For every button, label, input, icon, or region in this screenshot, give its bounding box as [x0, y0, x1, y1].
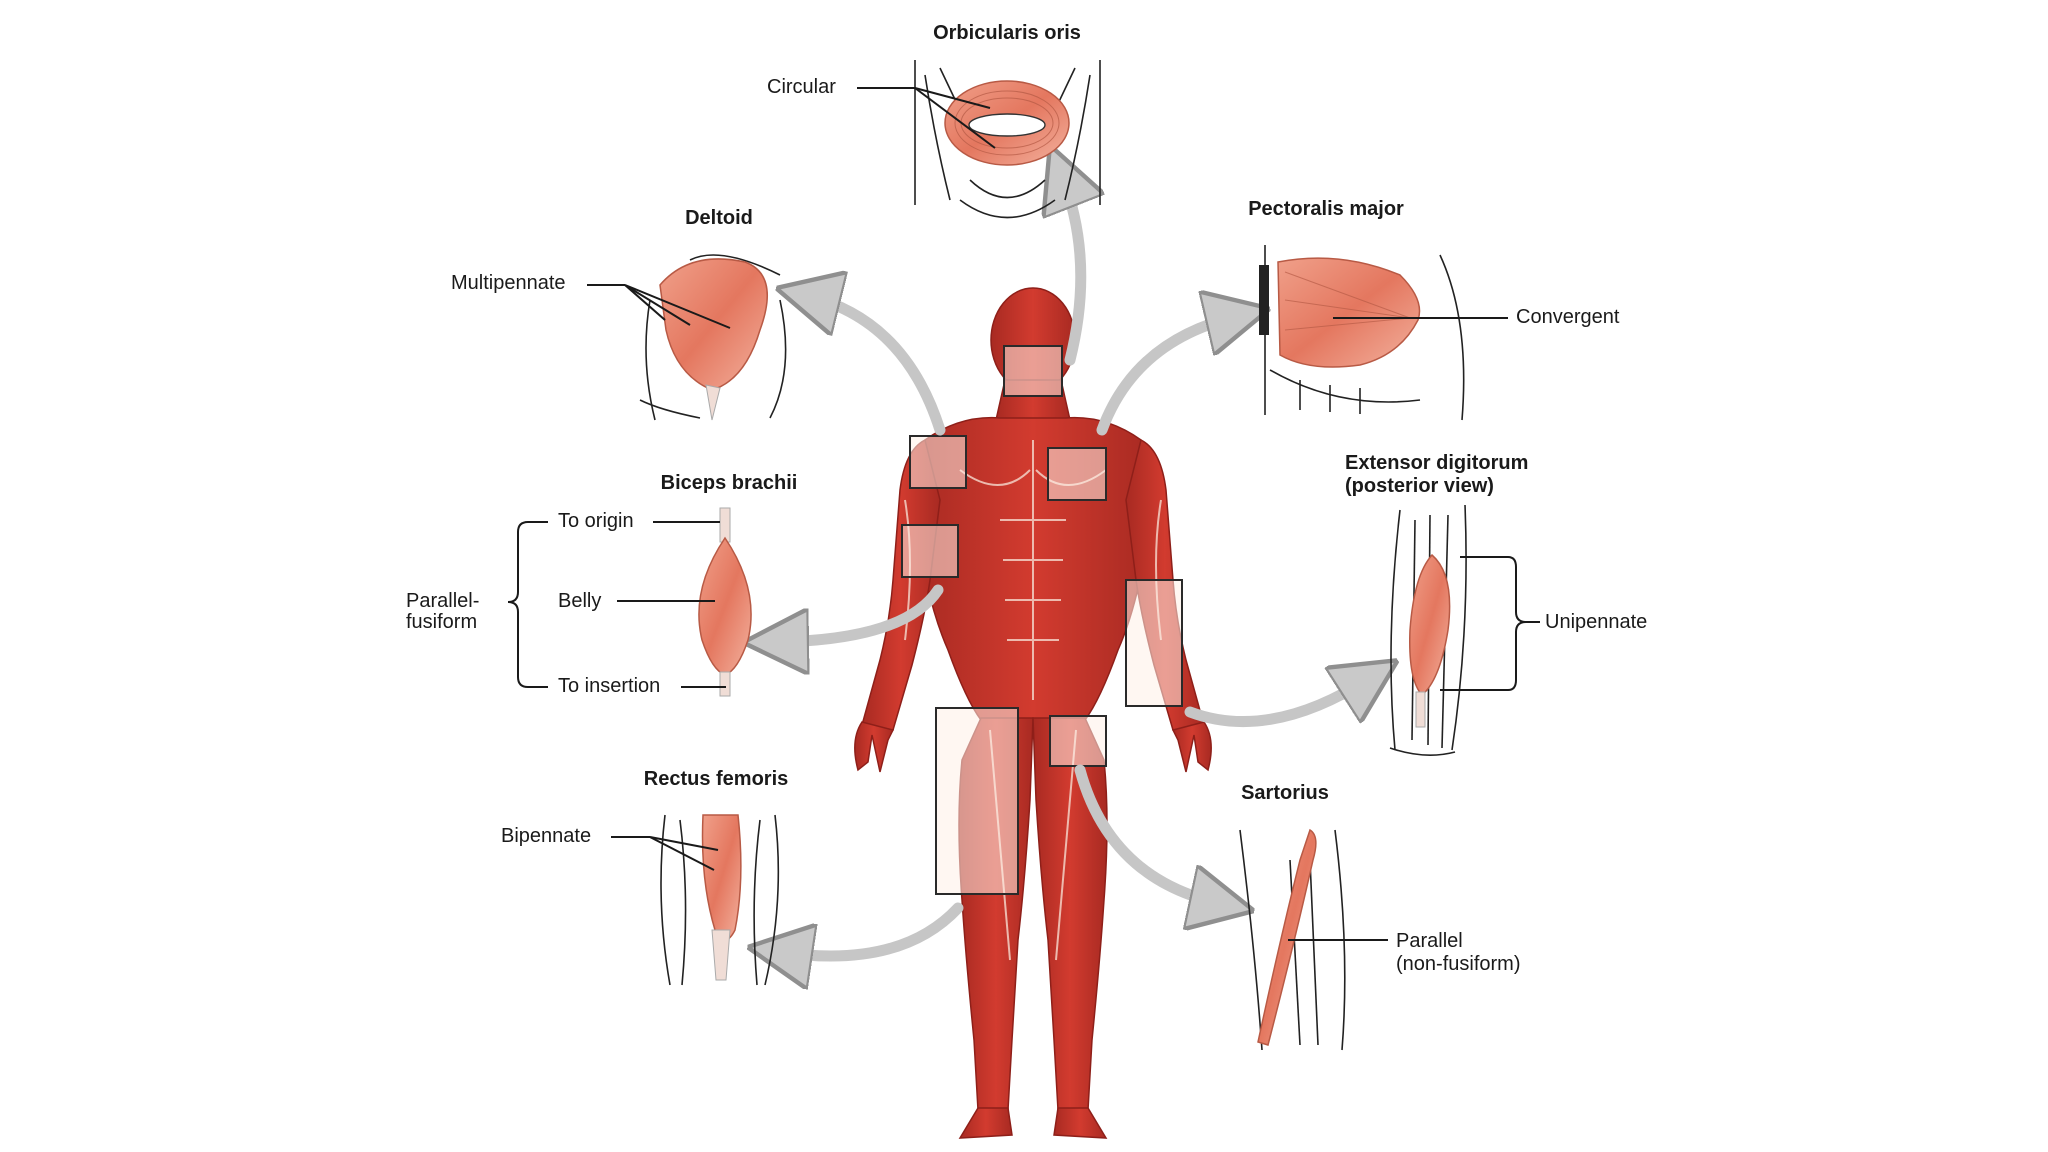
figure-highlight-boxes — [901, 345, 1183, 895]
sartorius-muscle — [1257, 828, 1317, 1046]
arrow-to-biceps — [776, 584, 944, 642]
pectoralis-muscle — [1277, 257, 1421, 368]
orbicularis-lips — [968, 113, 1046, 137]
extensor-label: Unipennate — [1545, 611, 1648, 633]
box-deltoid — [909, 435, 967, 489]
sartorius-label-line2: (non-fusiform) — [1396, 953, 1521, 975]
biceps-bracket — [507, 521, 548, 688]
biceps-to-origin-label: To origin — [558, 510, 634, 532]
deltoid-label: Multipennate — [451, 272, 566, 294]
figure-left-leg — [1032, 717, 1108, 1111]
pectoralis-title: Pectoralis major — [1248, 198, 1404, 220]
pectoralis-label: Convergent — [1516, 306, 1620, 328]
rectus-muscle — [701, 814, 742, 941]
arrow-to-extensor — [1184, 678, 1370, 728]
biceps-to-insertion-label: To insertion — [558, 675, 661, 697]
arrows — [776, 176, 1370, 956]
arrow-to-orbicularis — [1062, 176, 1081, 366]
extensor-title-line2: (posterior view) — [1345, 475, 1494, 497]
box-biceps — [901, 524, 959, 578]
figure-right-hand — [854, 721, 895, 773]
deltoid-muscle — [659, 258, 768, 391]
biceps-title: Biceps brachii — [660, 472, 798, 494]
rectus-title: Rectus femoris — [643, 768, 789, 790]
biceps-muscle — [698, 536, 752, 676]
deltoid-title: Deltoid — [685, 207, 753, 229]
extensor-title-line1: Extensor digitorum — [1345, 452, 1529, 474]
arrow-to-sartorius — [1074, 764, 1222, 904]
figure-left-hand — [1171, 721, 1212, 773]
arrow-to-pectoralis — [1096, 316, 1238, 436]
biceps-group-label-line1: Parallel- — [406, 590, 480, 612]
extensor-panel — [1389, 504, 1540, 756]
human-figure — [854, 287, 1212, 1139]
arrow-to-deltoid — [808, 296, 946, 436]
box-sartorius — [1049, 715, 1107, 767]
rectus-label: Bipennate — [501, 825, 592, 847]
orbicularis-panel — [857, 60, 1101, 219]
deltoid-panel — [587, 254, 787, 421]
arrow-to-rectus — [780, 902, 964, 956]
sartorius-title: Sartorius — [1241, 782, 1329, 804]
figure-left-foot — [1053, 1107, 1108, 1139]
box-extensor — [1125, 579, 1183, 707]
box-pectoralis — [1047, 447, 1107, 501]
box-rectus — [935, 707, 1019, 895]
pectoralis-panel — [1259, 245, 1508, 421]
biceps-belly-label: Belly — [558, 590, 602, 612]
figure-right-foot — [958, 1107, 1013, 1139]
rectus-panel — [611, 814, 780, 986]
orbicularis-label: Circular — [767, 76, 836, 98]
biceps-group-label-line2: fusiform — [406, 611, 478, 633]
sartorius-label-line1: Parallel — [1396, 930, 1463, 952]
biceps-panel — [507, 507, 752, 697]
extensor-bracket — [1440, 556, 1527, 691]
orbicularis-title: Orbicularis oris — [933, 22, 1081, 44]
sartorius-panel — [1239, 828, 1388, 1051]
box-orbicularis — [1003, 345, 1063, 397]
